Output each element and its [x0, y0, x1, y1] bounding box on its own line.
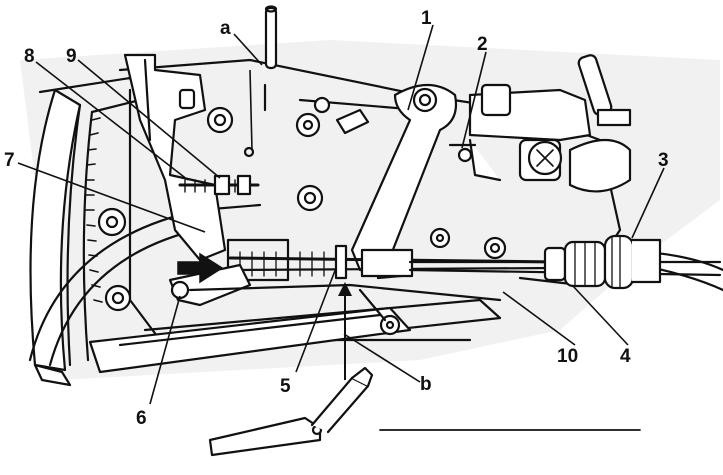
callout-7: 7 [4, 150, 15, 171]
threaded-adjusting-rod [226, 238, 562, 282]
block-bolts [97, 96, 507, 312]
callout-5: 5 [280, 376, 291, 397]
pivot-pin [264, 5, 278, 70]
ring-gear-teeth [85, 117, 103, 303]
callout-4: 4 [620, 346, 631, 367]
callout-8: 8 [24, 46, 35, 67]
cable-sleeves [543, 234, 662, 290]
lower-bracket-arm [168, 263, 252, 307]
callout-labels: 1 2 3 4 5 6 7 8 9 10 a b [4, 8, 669, 429]
callout-9: 9 [66, 46, 77, 67]
callout-6: 6 [136, 408, 147, 429]
injection-pump-housing [448, 54, 632, 193]
leader-lines [17, 24, 665, 405]
callout-10: 10 [557, 346, 578, 367]
feeler-gauge-tool [208, 366, 374, 457]
direction-arrow [177, 252, 224, 284]
measurement-arrow [338, 282, 352, 380]
callout-a: a [220, 18, 231, 39]
callout-b: b [420, 374, 432, 395]
upper-mounting-bracket [123, 53, 260, 262]
callout-3: 3 [658, 150, 669, 171]
lower-cover-plate [88, 306, 412, 374]
return-spring-rod [188, 283, 502, 336]
callout-2: 2 [477, 34, 488, 55]
callout-1: 1 [421, 8, 432, 29]
